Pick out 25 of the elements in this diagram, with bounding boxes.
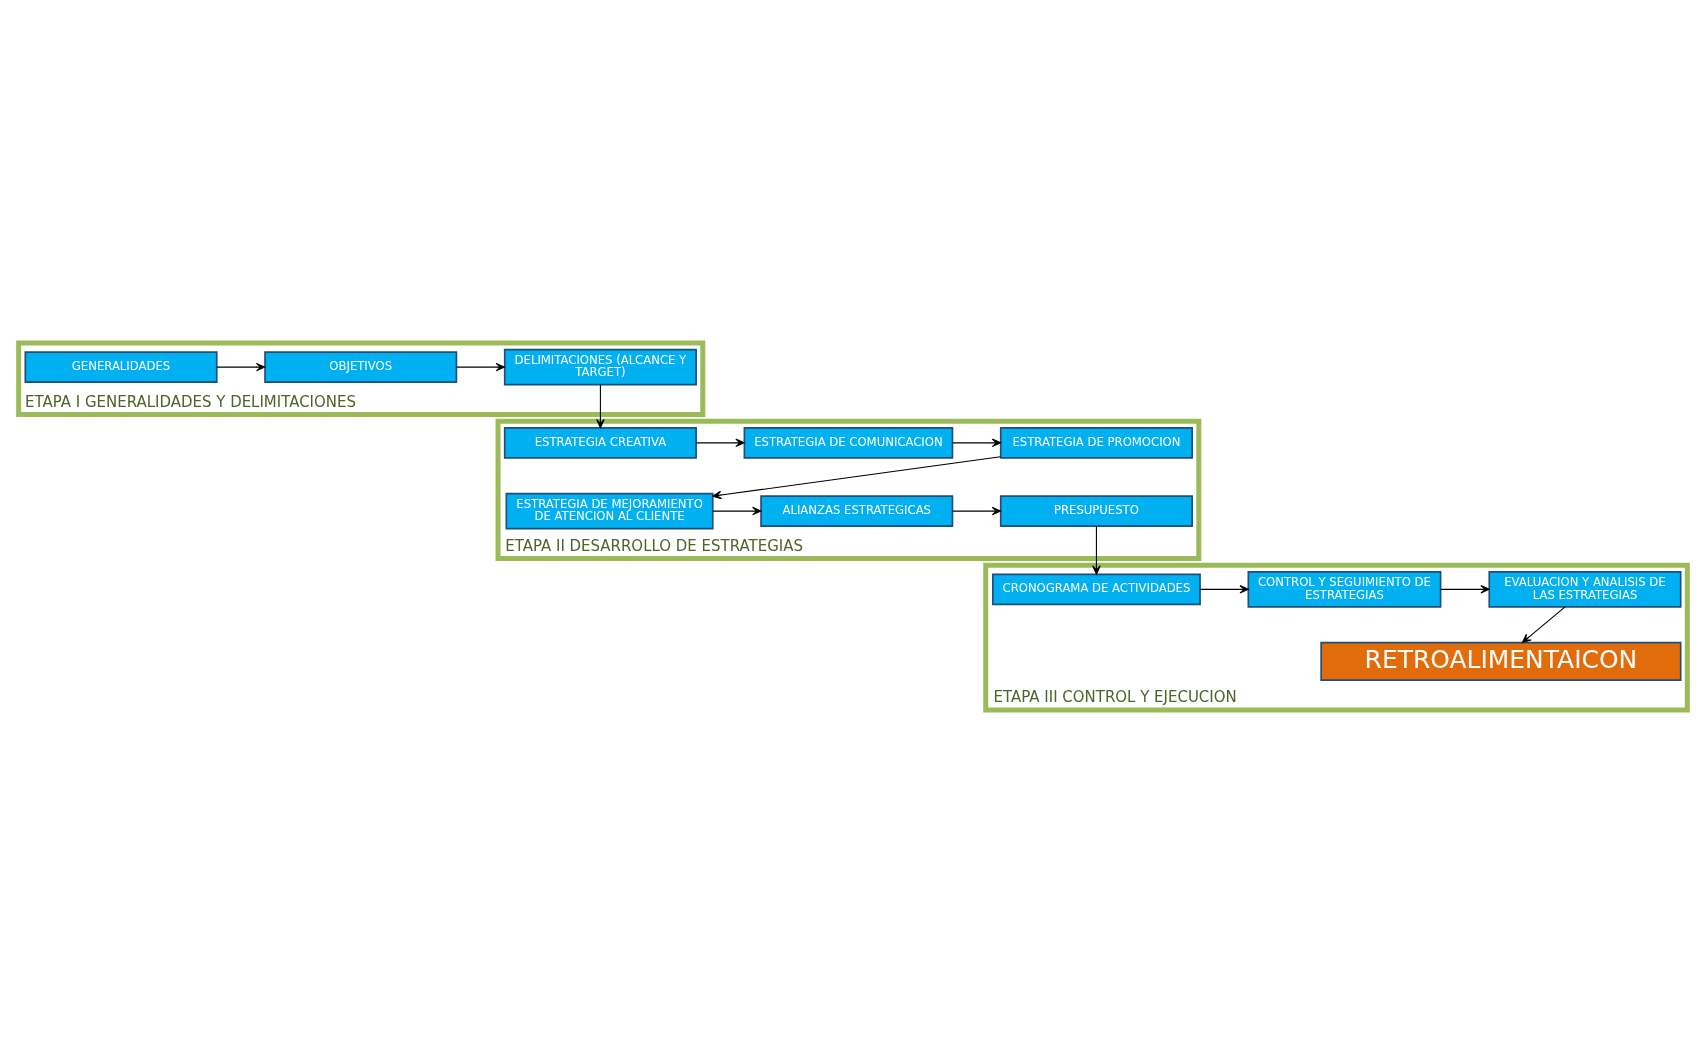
- node-box: ESTRATEGIA DE MEJORAMIENTO DE ATENCION AL CLIENTE: [505, 492, 714, 530]
- node-box: OBJETIVOS: [264, 351, 458, 383]
- arrow: [596, 384, 605, 429]
- node-box: ESTRATEGIA DE COMUNICACION: [743, 427, 954, 459]
- node-box: PRESUPUESTO: [999, 495, 1193, 527]
- node-box: ALIANZAS ESTRATEGICAS: [760, 495, 954, 527]
- node-box: ESTRATEGIA DE PROMOCION: [999, 427, 1193, 459]
- arrow: [695, 438, 745, 448]
- node-box: CONTROL Y SEGUIMIENTO DE ESTRATEGIAS: [1247, 571, 1442, 608]
- arrow: [712, 506, 762, 516]
- arrow: [1521, 606, 1566, 643]
- node-box: DELIMITACIONES (ALCANCE Y TARGET): [503, 348, 697, 386]
- arrow: [712, 456, 1002, 500]
- node-box: GENERALIDADES: [24, 351, 218, 383]
- arrow: [1440, 585, 1490, 594]
- node-box: ESTRATEGIA CREATIVA: [503, 427, 697, 459]
- arrow: [216, 362, 266, 372]
- node-box: CRONOGRAMA DE ACTIVIDADES: [992, 573, 1201, 606]
- arrow: [1199, 585, 1249, 594]
- arrow: [951, 506, 1002, 516]
- node-box: RETROALIMENTAICON: [1320, 641, 1682, 681]
- node-box: EVALUACION Y ANALISIS DE LAS ESTRATEGIAS: [1488, 571, 1682, 608]
- arrow: [455, 362, 506, 372]
- arrow: [952, 438, 1002, 448]
- arrow: [1092, 525, 1101, 575]
